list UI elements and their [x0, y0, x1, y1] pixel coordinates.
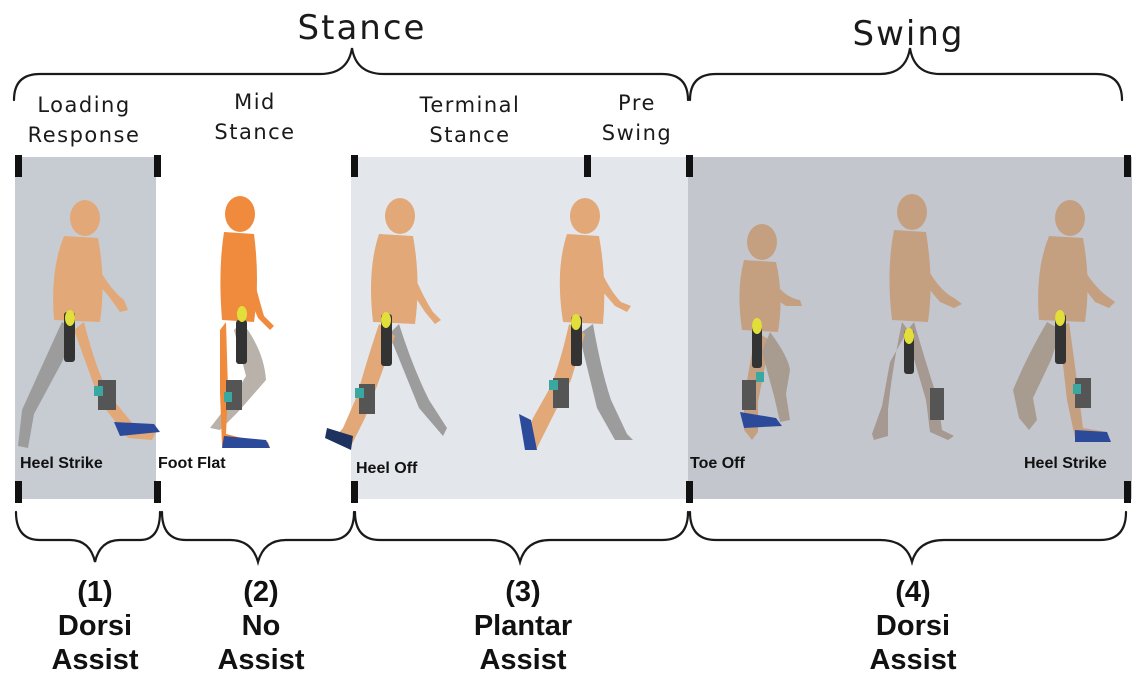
assist-mode-1: (1) Dorsi Assist — [30, 575, 160, 677]
assist-line: Assist — [848, 643, 978, 677]
pre-swing-label: Pre Swing — [590, 88, 684, 148]
stance-title: Stance — [292, 8, 432, 48]
assist-line: Assist — [196, 643, 326, 677]
assist-line: No — [196, 609, 326, 643]
label-line: Loading — [18, 90, 150, 120]
assist-mode-4: (4) Dorsi Assist — [848, 575, 978, 677]
label-line: Stance — [405, 120, 535, 150]
terminal-stance-label: Terminal Stance — [405, 90, 535, 150]
assist-line: Dorsi — [848, 609, 978, 643]
walker-figure — [1013, 200, 1115, 442]
walker-figure — [739, 224, 802, 440]
brace-3 — [355, 512, 688, 562]
loading-response-label: Loading Response — [18, 90, 150, 150]
label-line: Swing — [590, 118, 684, 148]
event-heel-off: Heel Off — [356, 460, 417, 478]
assist-mode-3: (3) Plantar Assist — [448, 575, 598, 677]
label-line: Terminal — [405, 90, 535, 120]
assist-line: Plantar — [448, 609, 598, 643]
assist-number: (1) — [30, 575, 160, 609]
assist-line: Dorsi — [30, 609, 160, 643]
event-foot-flat: Foot Flat — [158, 455, 226, 473]
event-toe-off: Toe Off — [690, 455, 745, 473]
assist-number: (2) — [196, 575, 326, 609]
event-heel-strike: Heel Strike — [20, 455, 103, 473]
label-line: Mid — [200, 87, 310, 117]
assist-mode-2: (2) No Assist — [196, 575, 326, 677]
walker-figure — [519, 198, 633, 450]
brace-4 — [690, 512, 1126, 562]
label-line: Pre — [590, 88, 684, 118]
label-line: Response — [18, 120, 150, 150]
mid-stance-label: Mid Stance — [200, 87, 310, 147]
swing-title: Swing — [846, 14, 971, 54]
walker-figure — [325, 198, 447, 450]
swing-brace — [690, 48, 1122, 100]
assist-number: (3) — [448, 575, 598, 609]
brace-1 — [16, 512, 160, 562]
walker-figure — [872, 194, 962, 440]
label-line: Stance — [200, 117, 310, 147]
assist-line: Assist — [448, 643, 598, 677]
assist-number: (4) — [848, 575, 978, 609]
walker-figure — [18, 200, 160, 448]
brace-2 — [162, 512, 354, 562]
walker-figure — [210, 196, 274, 448]
event-heel-strike-swing: Heel Strike — [1024, 455, 1107, 473]
assist-line: Assist — [30, 643, 160, 677]
